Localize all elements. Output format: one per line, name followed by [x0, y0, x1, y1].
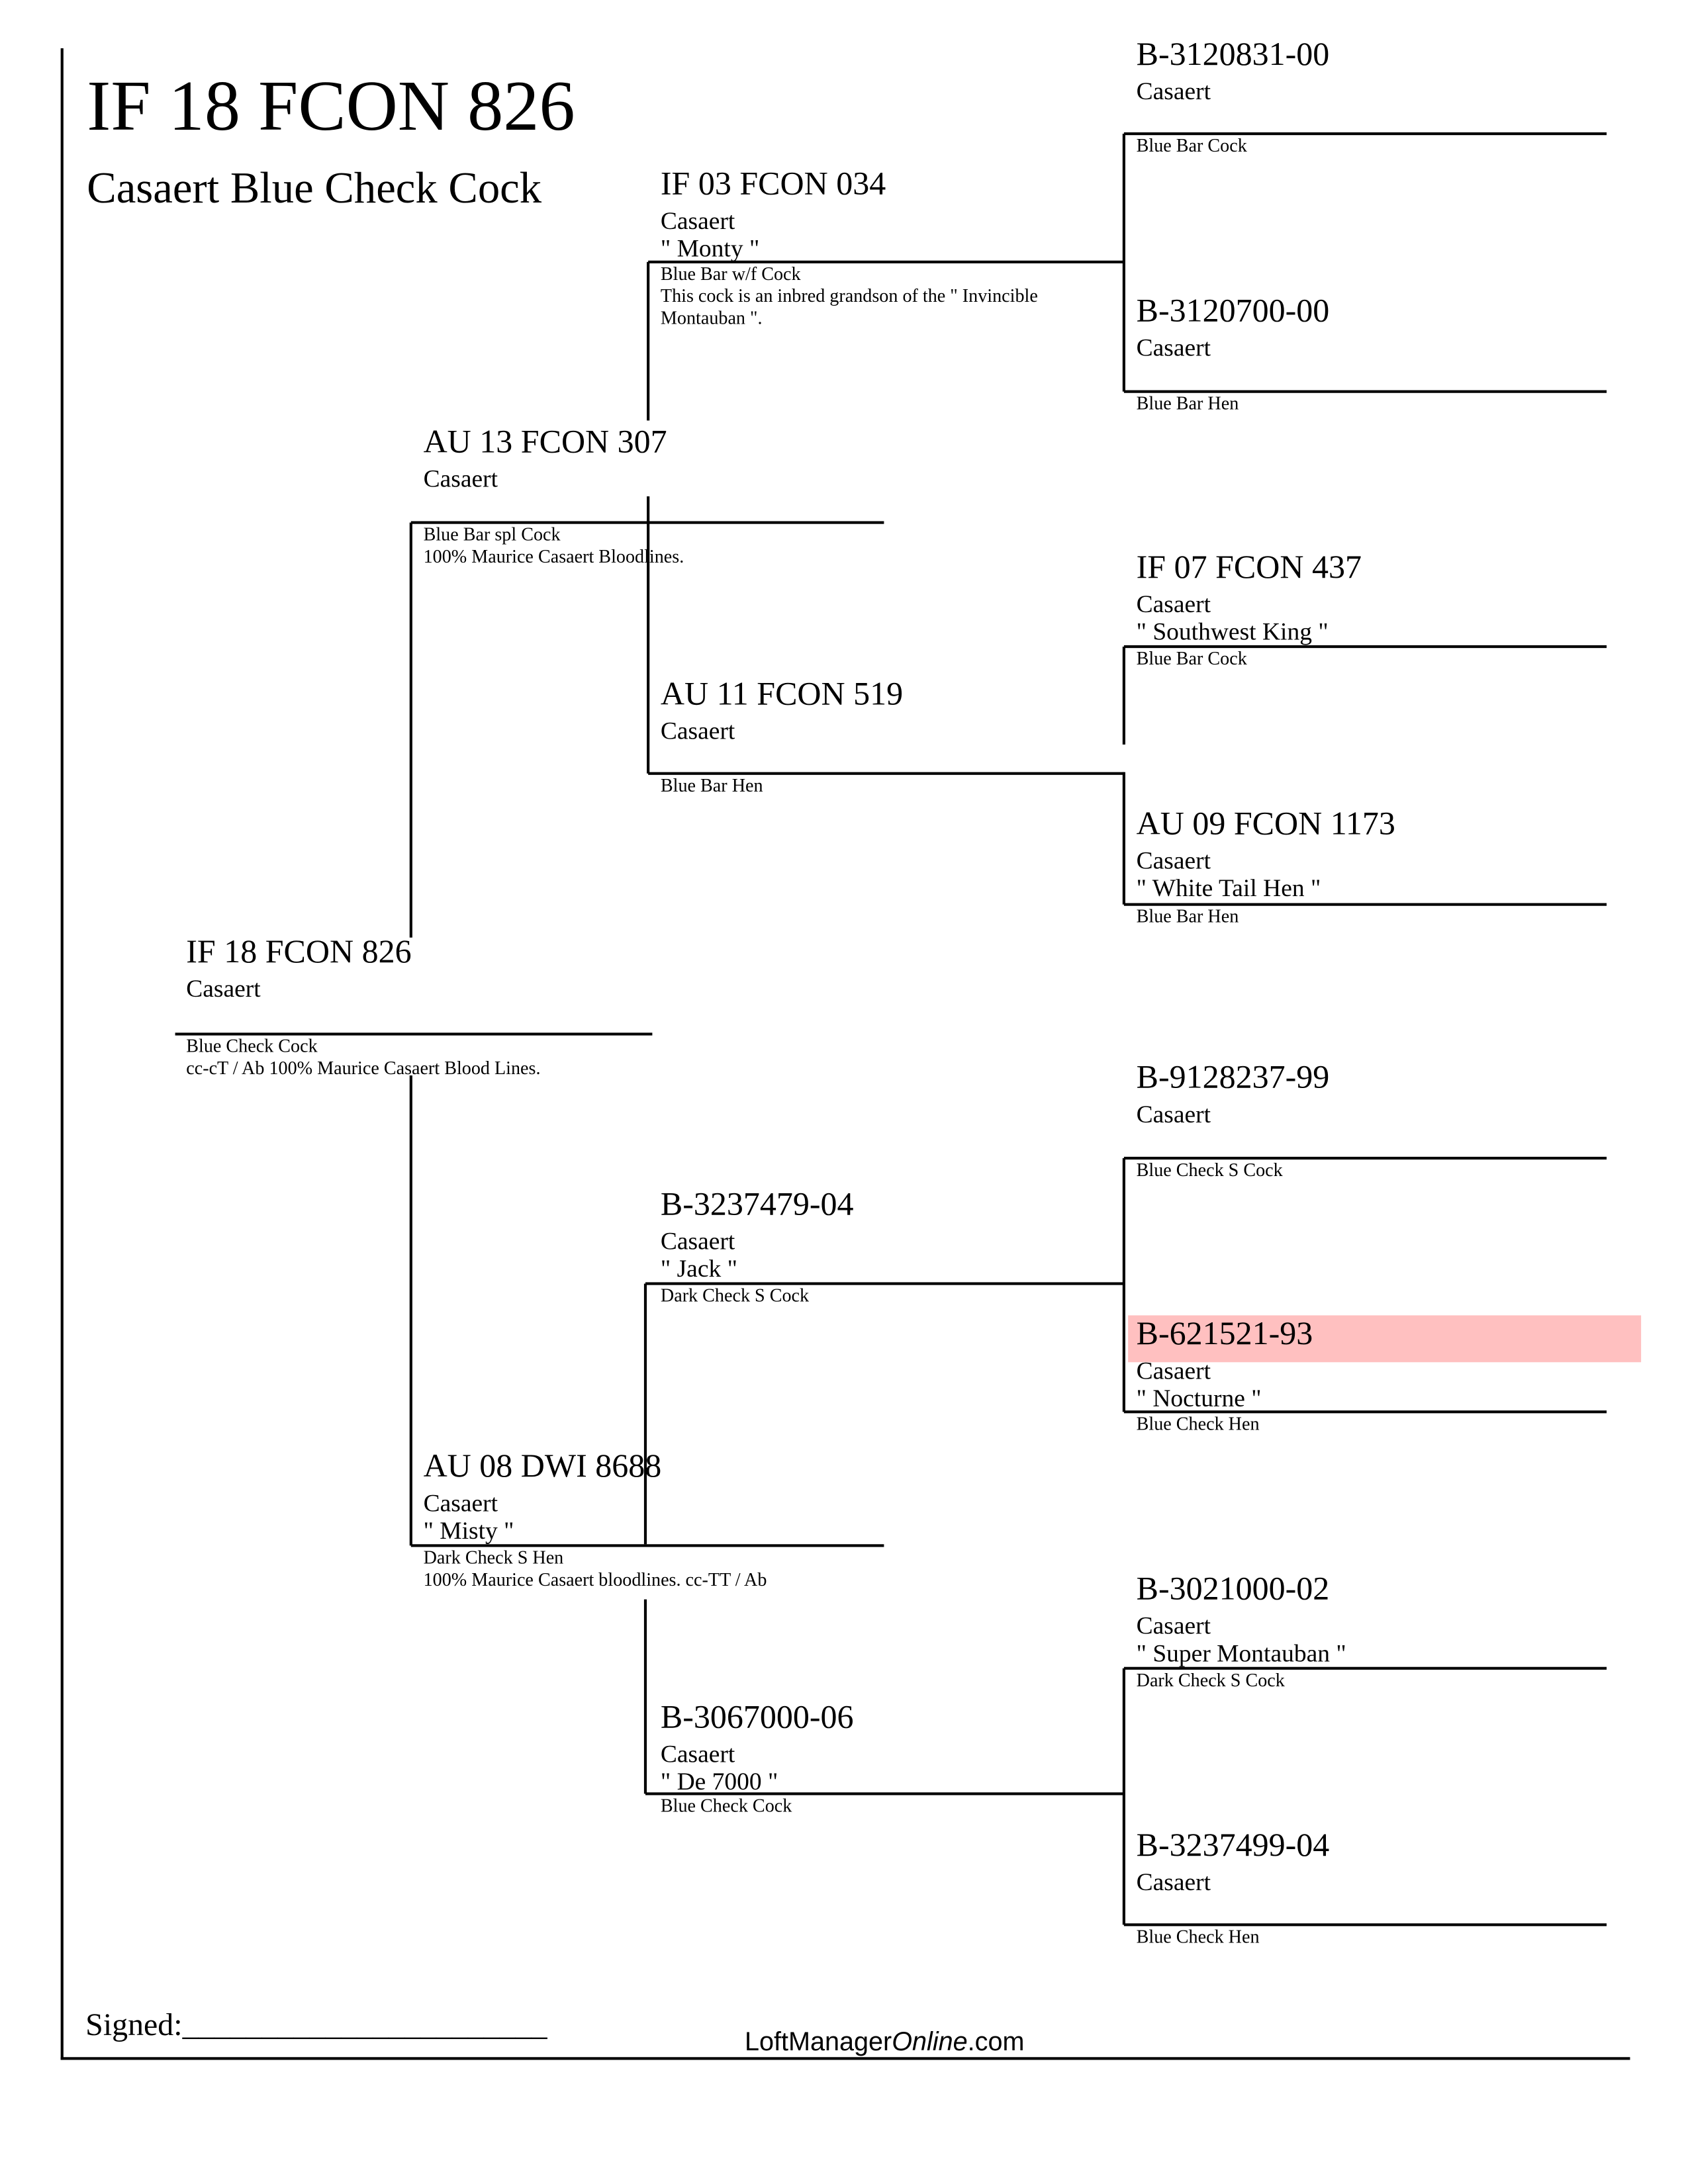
bird-note: This cock is an inbred grandson of the "… — [660, 285, 1038, 306]
bird-detail: " Southwest King " — [1136, 617, 1329, 645]
bird-detail: " Nocturne " — [1136, 1384, 1262, 1412]
bird-note: Dark Check S Hen — [423, 1547, 564, 1568]
bird-note: 100% Maurice Casaert bloodlines. cc-TT /… — [423, 1569, 767, 1590]
brand-footer: LoftManagerOnline.com — [745, 2030, 1024, 2056]
brand-italic: Online — [892, 2028, 968, 2058]
connector-line — [647, 261, 650, 421]
bird-detail: " De 7000 " — [660, 1767, 778, 1796]
bird-band-dam: AU 08 DWI 8688 — [423, 1449, 662, 1485]
bracket-line — [648, 260, 1124, 263]
bracket-line — [410, 1544, 884, 1547]
bird-band-subject: IF 18 FCON 826 — [186, 934, 412, 971]
bird-detail: " Super Montauban " — [1136, 1639, 1346, 1667]
bird-detail: Casaert — [660, 1740, 735, 1768]
bird-note: Montauban ". — [660, 307, 763, 328]
connector-line — [1122, 647, 1125, 745]
connector-line — [647, 496, 650, 774]
connector-line — [409, 522, 412, 938]
bracket-line — [1123, 903, 1607, 906]
bird-detail: Casaert — [423, 1488, 498, 1517]
bird-band-ddd: B-3237499-04 — [1136, 1828, 1330, 1864]
bird-note: Dark Check S Cock — [1136, 1669, 1285, 1691]
bracket-line — [645, 1282, 1124, 1285]
bird-note: Blue Bar Hen — [1136, 905, 1239, 927]
bird-note: Blue Check Hen — [1136, 1413, 1260, 1434]
bird-band-sire: AU 13 FCON 307 — [423, 424, 667, 461]
connector-line — [1122, 134, 1125, 392]
bird-detail: Casaert — [1136, 1612, 1211, 1640]
bird-note: Blue Bar w/f Cock — [660, 263, 801, 285]
bracket-line — [1123, 1923, 1607, 1927]
bird-band-ds: B-3237479-04 — [660, 1187, 854, 1223]
highlight-box — [1128, 1315, 1642, 1363]
bird-detail: " Monty " — [660, 234, 760, 262]
bird-note: Blue Check Cock — [660, 1795, 792, 1816]
bird-note: Blue Bar Hen — [1136, 392, 1239, 414]
bracket-line — [1123, 132, 1607, 136]
bird-detail: " White Tail Hen " — [1136, 874, 1321, 902]
bird-detail: Casaert — [660, 1227, 735, 1255]
bird-detail: Casaert — [1136, 1356, 1211, 1385]
bird-note: Blue Bar Cock — [1136, 648, 1247, 669]
bracket-line — [648, 772, 1124, 775]
bird-detail: Casaert — [660, 206, 735, 235]
bird-detail: Casaert — [186, 974, 261, 1003]
bracket-line — [1123, 1666, 1607, 1670]
bird-band-dss: B-9128237-99 — [1136, 1060, 1330, 1097]
brand-post: .com — [967, 2028, 1025, 2058]
bird-detail: " Jack " — [660, 1254, 737, 1283]
left-border — [60, 48, 64, 2060]
connector-line — [643, 1283, 647, 1545]
bottom-border — [60, 2057, 1630, 2060]
bird-detail: Casaert — [1136, 846, 1211, 874]
bird-note: Blue Check S Cock — [1136, 1160, 1283, 1181]
bird-detail: Casaert — [1136, 77, 1211, 105]
bird-note: Blue Bar Cock — [1136, 135, 1247, 156]
connector-line — [1122, 772, 1125, 905]
bird-detail: Casaert — [1136, 1868, 1211, 1896]
connector-line — [409, 1075, 412, 1546]
bird-note: Blue Bar spl Cock — [423, 523, 561, 545]
bird-note: cc-cT / Ab 100% Maurice Casaert Blood Li… — [186, 1057, 541, 1079]
bird-detail: " Misty " — [423, 1516, 514, 1545]
bird-detail: Casaert — [423, 465, 498, 492]
bird-band-sd: AU 11 FCON 519 — [660, 676, 904, 713]
bird-detail: Casaert — [660, 717, 735, 745]
brand-pre: LoftManager — [744, 2028, 892, 2058]
bird-note: Blue Check Cock — [186, 1035, 318, 1056]
bracket-line — [175, 1032, 653, 1036]
bird-band-sds: IF 07 FCON 437 — [1136, 550, 1362, 586]
bird-band-ss: IF 03 FCON 034 — [660, 167, 886, 203]
bird-detail: Casaert — [1136, 334, 1211, 361]
bracket-line — [1123, 1410, 1607, 1414]
bracket-line — [1123, 645, 1607, 649]
bracket-line — [645, 1792, 1124, 1796]
bird-band-sss: B-3120831-00 — [1136, 37, 1330, 73]
bracket-line — [1123, 390, 1607, 393]
bird-band-sdd: AU 09 FCON 1173 — [1136, 806, 1395, 842]
page-title: IF 18 FCON 826 — [87, 68, 575, 146]
bird-detail: Casaert — [1136, 590, 1211, 618]
bracket-line — [1123, 1156, 1607, 1160]
bird-band-dsd: B-621521-93 — [1136, 1316, 1313, 1353]
connector-line — [1122, 1668, 1125, 1925]
connector-line — [643, 1599, 647, 1794]
bird-band-ssd: B-3120700-00 — [1136, 293, 1330, 330]
page-subtitle: Casaert Blue Check Cock — [87, 162, 542, 212]
signature-line: Signed:_______________________ — [85, 2007, 547, 2042]
bird-note: Blue Bar Hen — [660, 774, 763, 796]
bird-note: 100% Maurice Casaert Bloodlines. — [423, 545, 684, 567]
bird-band-dd: B-3067000-06 — [660, 1700, 854, 1736]
bird-detail: Casaert — [1136, 1100, 1211, 1128]
bird-note: Blue Check Hen — [1136, 1926, 1260, 1947]
bird-band-dds: B-3021000-02 — [1136, 1571, 1330, 1608]
bird-note: Dark Check S Cock — [660, 1285, 810, 1306]
connector-line — [1122, 1158, 1125, 1412]
